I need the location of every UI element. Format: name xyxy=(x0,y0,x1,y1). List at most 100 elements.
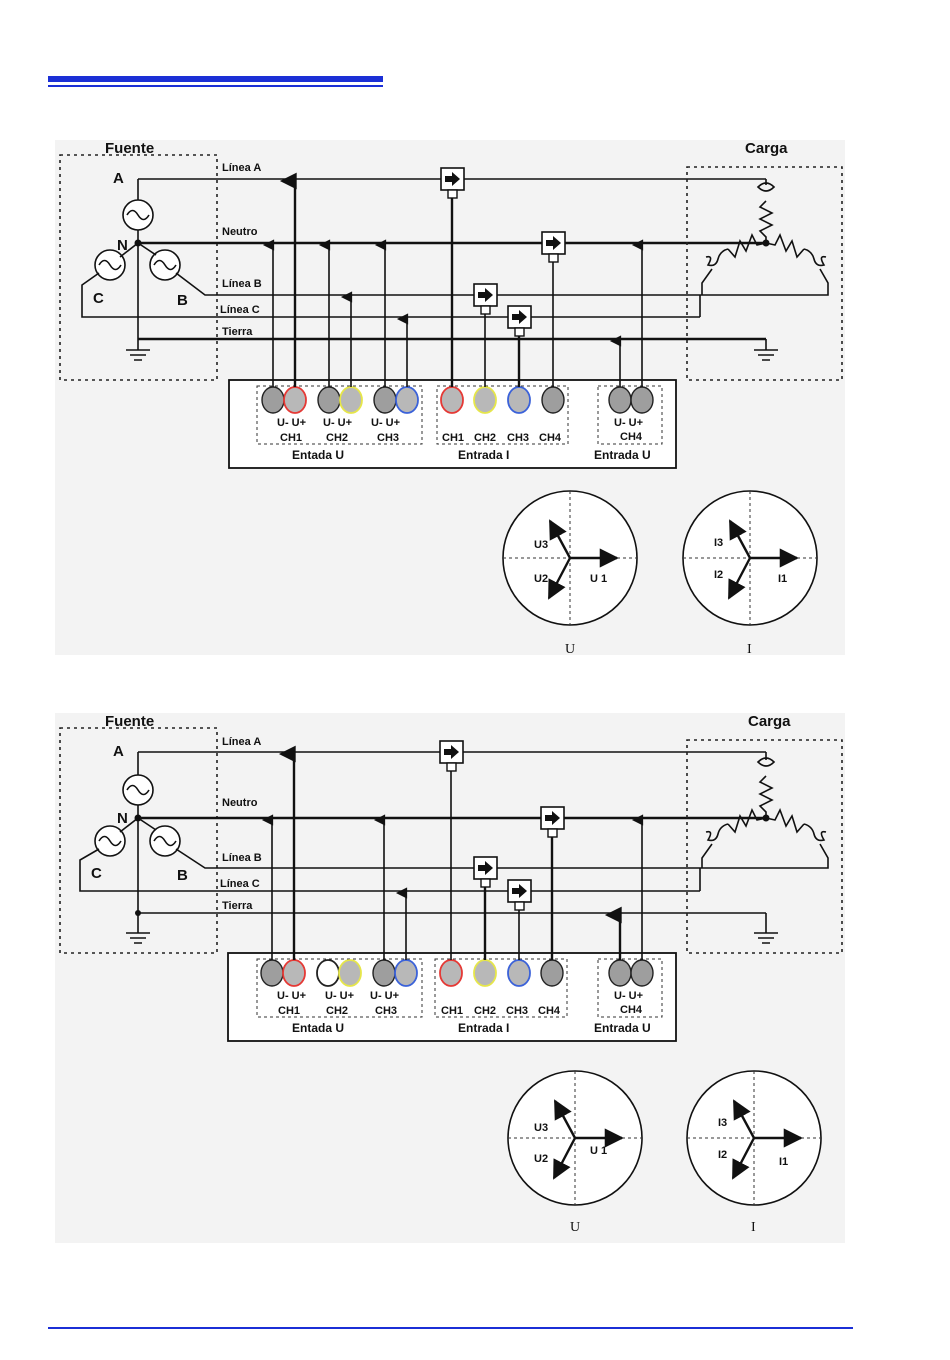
i-ch4-label: CH4 xyxy=(538,1005,561,1017)
u4-group-label: Entrada U xyxy=(594,1021,651,1035)
header-rule-thin xyxy=(48,85,383,87)
i-ch2-label: CH2 xyxy=(474,1005,496,1017)
phase-a-label: A xyxy=(113,743,124,760)
clamp-i1-icon xyxy=(440,167,465,387)
line-c-label: Línea C xyxy=(220,878,260,890)
clamp-i3-icon xyxy=(507,879,532,960)
i-ch3-label: CH3 xyxy=(507,432,529,444)
phasor-u-caption: U xyxy=(570,1220,580,1235)
load-ground-icon xyxy=(754,339,778,361)
u1-plus-connector[interactable] xyxy=(282,959,306,987)
generator-a-icon xyxy=(122,199,154,231)
i-ch3-label: CH3 xyxy=(506,1005,528,1017)
phasor-i2-label: I2 xyxy=(714,569,723,581)
u3-plus-connector[interactable] xyxy=(394,959,418,987)
generator-b-icon xyxy=(149,825,181,857)
load-star-icon xyxy=(699,752,829,891)
i3-connector[interactable] xyxy=(507,959,531,987)
phasor-u-diagram: U 1 U2 U3 U xyxy=(502,490,638,657)
phasor-u2-label: U2 xyxy=(534,573,548,585)
phasor-i1-label: I1 xyxy=(779,1156,788,1168)
i-group-label: Entrada I xyxy=(458,448,509,462)
u2-plus-connector[interactable] xyxy=(339,386,363,414)
u2-minus-connector[interactable] xyxy=(316,959,340,987)
phase-n-label: N xyxy=(117,810,128,827)
phasor-i-diagram: I1 I2 I3 I xyxy=(686,1070,822,1235)
earth-label: Tierra xyxy=(222,326,253,338)
u-group-label: Entada U xyxy=(292,1021,344,1035)
source-box xyxy=(59,727,218,954)
load-ground-icon xyxy=(754,913,778,944)
phase-c-label: C xyxy=(91,865,102,882)
generator-c-icon xyxy=(94,249,126,281)
source-box xyxy=(59,154,218,381)
line-a-label: Línea A xyxy=(222,736,261,748)
u4-pair-label: U- U+ xyxy=(614,990,643,1002)
u3-minus-connector[interactable] xyxy=(373,386,397,414)
phasor-u3-label: U3 xyxy=(534,539,548,551)
u1-minus-connector[interactable] xyxy=(261,386,285,414)
u3-minus-connector[interactable] xyxy=(372,959,396,987)
i4-connector[interactable] xyxy=(541,386,565,414)
u2-minus-connector[interactable] xyxy=(317,386,341,414)
u4-minus-connector[interactable] xyxy=(608,959,632,987)
u4-plus-connector[interactable] xyxy=(630,386,654,414)
u1-pair-label: U- U+ xyxy=(277,990,306,1002)
i-group-label: Entrada I xyxy=(458,1021,509,1035)
neutral-label: Neutro xyxy=(222,226,258,238)
phasor-u-caption: U xyxy=(565,642,575,657)
u-ch3-label: CH3 xyxy=(377,432,399,444)
i-ch1-label: CH1 xyxy=(441,1005,463,1017)
phasor-u1-label: U 1 xyxy=(590,573,607,585)
u4-plus-connector[interactable] xyxy=(630,959,654,987)
i1-connector[interactable] xyxy=(439,959,463,987)
neutral-label: Neutro xyxy=(222,797,258,809)
u4-pair-label: U- U+ xyxy=(614,417,643,429)
i-ch1-label: CH1 xyxy=(442,432,464,444)
u2-plus-connector[interactable] xyxy=(338,959,362,987)
phasor-i-diagram: I1 I2 I3 I xyxy=(682,490,818,657)
u1-plus-connector[interactable] xyxy=(283,386,307,414)
load-box xyxy=(686,739,843,954)
i3-connector[interactable] xyxy=(507,386,531,414)
clamp-i3-icon xyxy=(507,305,532,387)
load-star-icon xyxy=(699,179,829,317)
i1-connector[interactable] xyxy=(440,386,464,414)
u-ch3-label: CH3 xyxy=(375,1005,397,1017)
wiring-diagram-svg: Fuente A N C B Línea A Neutro Línea B Lí… xyxy=(55,140,845,657)
line-c-label: Línea C xyxy=(220,304,260,316)
phase-b-label: B xyxy=(177,292,188,309)
wiring-diagram-1: Fuente A N C B Línea A Neutro Línea B Lí… xyxy=(0,135,950,665)
phase-c-label: C xyxy=(93,290,104,307)
line-b-label: Línea B xyxy=(222,852,262,864)
u4-minus-connector[interactable] xyxy=(608,386,632,414)
u3-plus-connector[interactable] xyxy=(395,386,419,414)
i-ch2-label: CH2 xyxy=(474,432,496,444)
u4-group-label: Entrada U xyxy=(594,448,651,462)
u-ch2-label: CH2 xyxy=(326,1005,348,1017)
u4-ch-label: CH4 xyxy=(620,1004,643,1016)
i2-connector[interactable] xyxy=(473,386,497,414)
wiring-diagram-2: Fuente A N C B Línea A Neutro Línea B Lí… xyxy=(0,708,950,1248)
u-ch1-label: CH1 xyxy=(278,1005,300,1017)
i2-connector[interactable] xyxy=(473,959,497,987)
u1-pair-label: U- U+ xyxy=(277,417,306,429)
u3-pair-label: U- U+ xyxy=(371,417,400,429)
ground-icon xyxy=(126,932,150,944)
u1-minus-connector[interactable] xyxy=(260,959,284,987)
u-group-label: Entada U xyxy=(292,448,344,462)
clamp-i2-icon xyxy=(473,856,498,960)
phase-n-label: N xyxy=(117,237,128,254)
phasor-i-caption: I xyxy=(747,642,752,657)
generator-a-icon xyxy=(122,774,154,806)
phasor-i3-label: I3 xyxy=(718,1117,727,1129)
phasor-i1-label: I1 xyxy=(778,573,787,585)
phasor-u3-label: U3 xyxy=(534,1122,548,1134)
line-b-label: Línea B xyxy=(222,278,262,290)
clamp-i1-icon xyxy=(439,740,464,960)
clamp-i4-icon xyxy=(541,231,566,387)
i4-connector[interactable] xyxy=(540,959,564,987)
wiring-diagram-svg: Fuente A N C B Línea A Neutro Línea B Lí… xyxy=(55,713,845,1243)
phasor-u2-label: U2 xyxy=(534,1153,548,1165)
u-connectors xyxy=(260,959,654,987)
